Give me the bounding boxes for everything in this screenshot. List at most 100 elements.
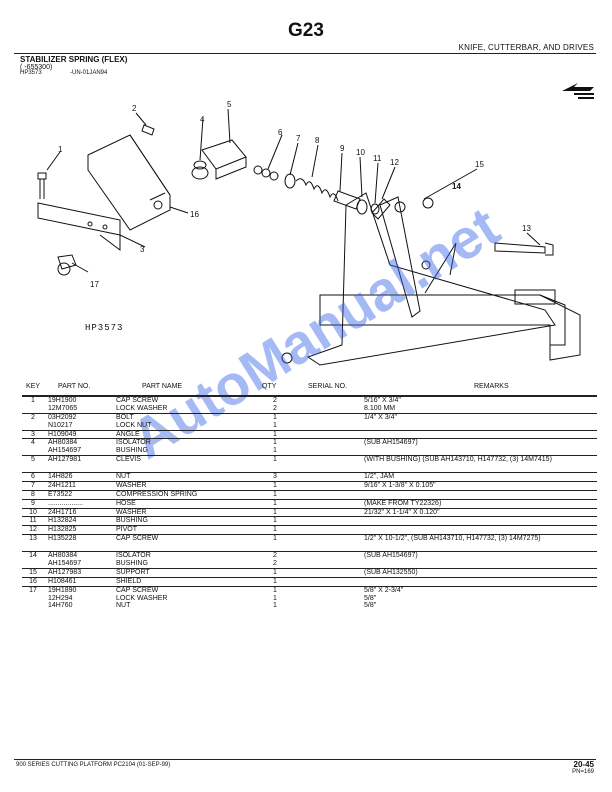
page-code: G23 — [288, 20, 324, 41]
cell-part-no: 14H826 — [48, 473, 73, 481]
callout-15: 15 — [475, 160, 484, 169]
cell-qty: 1 — [273, 430, 277, 438]
cell-key: 1 — [31, 397, 35, 404]
cell-part-no: AH154697 — [48, 559, 82, 567]
cap-screw-part — [57, 254, 77, 270]
cell-part-name: BUSHING — [116, 447, 148, 455]
cell-part-name: BUSHING — [116, 517, 148, 525]
cell-part-name: CLEVIS — [116, 456, 141, 464]
parts-diagram: 1 2 3 4 5 6 7 8 9 10 11 12 13 14 15 16 1… — [20, 95, 600, 380]
callout-1: 1 — [58, 145, 63, 154]
callout-17: 17 — [90, 280, 99, 289]
cell-qty: 1 — [273, 568, 277, 576]
cell-part-no: H108461 — [48, 577, 77, 585]
section-title: KNIFE, CUTTERBAR, AND DRIVES — [458, 43, 594, 52]
cell-part-no: 24H1716 — [48, 508, 77, 516]
cap-screw-part — [494, 242, 546, 254]
cell-part-name: ISOLATOR — [116, 439, 151, 447]
footer-doc-info: 900 SERIES CUTTING PLATFORM PC2104 (01-S… — [16, 762, 171, 768]
cell-qty: 1 — [273, 508, 277, 516]
header-qty: QTY — [262, 383, 277, 390]
cell-part-name: WASHER — [116, 481, 147, 489]
cell-part-no: H109049 — [48, 430, 77, 438]
cell-part-name: ISOLATOR — [116, 552, 151, 560]
callout-4: 4 — [200, 115, 205, 124]
cell-part-no: E73522 — [48, 490, 73, 498]
cell-part-name: BUSHING — [116, 559, 148, 567]
cell-qty: 1 — [273, 413, 277, 421]
figure-code: HP3573 — [85, 323, 123, 333]
cell-part-no: 19H1890 — [48, 586, 77, 594]
angle-part — [37, 202, 121, 236]
footer-page-number: 20-45 — [573, 760, 594, 769]
cell-qty: 1 — [273, 456, 277, 464]
cell-part-name: LOCK NUT — [116, 421, 152, 429]
callout-8: 8 — [315, 136, 320, 145]
cell-qty: 1 — [273, 499, 277, 507]
cell-remarks: (SUB AH154697) — [364, 552, 418, 560]
cell-qty: 1 — [273, 577, 277, 585]
cell-part-name: BOLT — [116, 413, 134, 421]
illustration-id: HP3573 — [20, 70, 42, 76]
cell-part-name: WASHER — [116, 508, 147, 516]
clevis-part — [201, 139, 247, 170]
callout-9: 9 — [340, 144, 345, 153]
table-header: KEY PART NO. PART NAME QTY SERIAL NO. RE… — [22, 383, 597, 396]
cell-qty: 1 — [273, 594, 277, 602]
cell-qty: 1 — [273, 602, 277, 610]
cell-remarks: (SUB AH132550) — [364, 568, 418, 576]
washer-part — [284, 173, 296, 189]
cell-part-no: N10217 — [48, 421, 73, 429]
cell-key: 9 — [31, 499, 35, 507]
cap-screw-part — [37, 172, 47, 180]
cell-key: 13 — [29, 535, 37, 543]
cell-key: 5 — [31, 456, 35, 464]
header-part-name: PART NAME — [142, 383, 183, 390]
cell-part-name: NUT — [116, 473, 131, 481]
cell-remarks: 1/4" X 3/4" — [364, 413, 397, 421]
callout-3: 3 — [140, 245, 145, 254]
cell-part-name: ANGLE — [116, 430, 140, 438]
cell-part-no: H132825 — [48, 526, 77, 534]
cell-key: 4 — [31, 439, 35, 447]
cell-part-no: AH154697 — [48, 447, 82, 455]
header-serial-no: SERIAL NO. — [308, 383, 348, 390]
cell-remarks: (WITH BUSHING) (SUB AH143710, H147732, (… — [364, 456, 552, 464]
cell-remarks: 5/8" X 2-3/4" — [364, 586, 404, 594]
cell-part-name: CAP SCREW — [116, 586, 159, 594]
cell-qty: 1 — [273, 526, 277, 534]
cell-part-no: 12M7065 — [48, 404, 78, 412]
cell-part-name: CAP SCREW — [116, 397, 159, 404]
callout-16: 16 — [190, 210, 199, 219]
cell-part-no: AH80384 — [48, 439, 78, 447]
cell-qty: 1 — [273, 439, 277, 447]
table-row: 4 AH80384 ISOLATOR 1 (SUB AH154697) — [22, 438, 597, 447]
cell-part-name: COMPRESSION SPRING — [116, 490, 198, 498]
cell-part-no: H132824 — [48, 517, 77, 525]
cell-qty: 3 — [273, 473, 277, 481]
cell-remarks: (SUB AH154697) — [364, 439, 418, 447]
callout-7: 7 — [296, 134, 301, 143]
cell-qty: 1 — [273, 535, 277, 543]
group-title: STABILIZER SPRING (FLEX) — [20, 55, 128, 64]
callout-10: 10 — [356, 148, 365, 157]
serial-range: ( -655300) — [20, 64, 53, 71]
cell-part-no: 14H760 — [48, 602, 73, 610]
callout-5: 5 — [227, 100, 232, 109]
